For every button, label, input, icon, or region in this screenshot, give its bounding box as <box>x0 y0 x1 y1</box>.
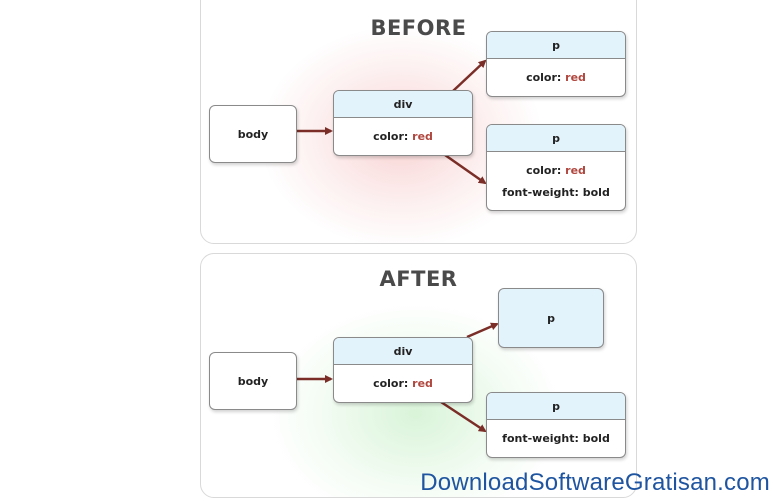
arrow-div-to-p2 <box>444 153 487 185</box>
body-node: body <box>209 352 297 410</box>
p1-color-prop: color: red <box>526 71 586 84</box>
div-node: div color: red <box>333 337 473 403</box>
p1-node: p color: red <box>486 31 626 97</box>
div-node: div color: red <box>333 90 473 156</box>
p2-font-weight-prop: font-weight: bold <box>502 432 610 445</box>
after-panel: AFTER body div color: red p p font-weigh… <box>200 253 637 498</box>
p1-node: p <box>498 288 604 348</box>
div-node-header: div <box>334 91 472 118</box>
body-label: body <box>237 374 269 388</box>
body-label: body <box>237 127 269 141</box>
arrow-div-to-p1 <box>466 322 499 339</box>
p2-font-weight-prop: font-weight: bold <box>502 185 610 199</box>
p2-node: p font-weight: bold <box>486 392 626 458</box>
div-color-prop: color: red <box>373 377 433 390</box>
after-title: AFTER <box>379 267 458 291</box>
body-node: body <box>209 105 297 163</box>
p2-node-header: p <box>487 393 625 420</box>
watermark: DownloadSoftwareGratisan.com <box>420 469 770 496</box>
before-panel: BEFORE body div color: red p color: red … <box>200 0 637 244</box>
arrow-div-to-p1 <box>452 59 487 92</box>
before-arrows <box>297 59 487 185</box>
p2-color-prop: color: red <box>526 163 586 177</box>
p1-node-header: p <box>547 311 555 325</box>
p2-node-header: p <box>487 125 625 152</box>
arrow-div-to-p2 <box>440 400 487 433</box>
div-color-prop: color: red <box>373 130 433 143</box>
p1-node-header: p <box>487 32 625 59</box>
after-arrows <box>297 322 499 433</box>
div-node-header: div <box>334 338 472 365</box>
p2-node: p color: red font-weight: bold <box>486 124 626 211</box>
before-title: BEFORE <box>370 16 467 40</box>
